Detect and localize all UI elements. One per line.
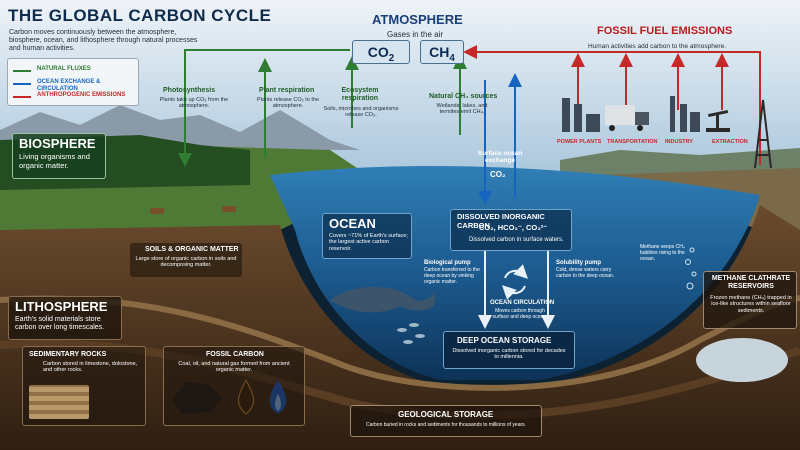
whale-icon [330, 287, 436, 313]
legend-label: NATURAL FLUXES [37, 66, 91, 72]
fossil-title: FOSSIL FUEL EMISSIONS [597, 25, 733, 37]
sedimentary-panel: SEDIMENTARY ROCKS Carbon stored in limes… [22, 346, 146, 426]
circulation-title: OCEAN CIRCULATION [490, 300, 555, 306]
green-arrow-icon [13, 70, 31, 72]
photosynthesis-title: Photosynthesis [163, 87, 216, 94]
photosynthesis-desc: Plants take up CO₂ from the atmosphere. [159, 97, 229, 110]
circulation-desc: Moves carbon through surface and deep oc… [492, 308, 548, 320]
atmosphere-subtitle: Gases in the air [387, 30, 444, 39]
far-hills [560, 148, 800, 175]
refinery-icon [670, 96, 700, 132]
deep-ocean-title: DEEP OCEAN STORAGE [457, 336, 552, 345]
label-industry: INDUSTRY [665, 139, 693, 145]
soils-desc: Large store of organic carbon in soils a… [135, 256, 237, 269]
fossil-desc: Human activities add carbon to the atmos… [588, 43, 727, 50]
legend-item: NATURAL FLUXES [13, 66, 137, 76]
lithosphere-title: LITHOSPHERE [15, 299, 108, 314]
solubility-pump-desc: Cold, dense waters carry carbon to the d… [556, 267, 615, 279]
biosphere-title: BIOSPHERE [19, 136, 96, 151]
surface-exchange-gas: CO₂ [490, 170, 506, 179]
deep-ocean-desc: Dissolved inorganic carbon stored for de… [452, 348, 566, 361]
methane-bubbles [685, 247, 697, 290]
fossil-carbon-title: FOSSIL CARBON [206, 351, 264, 358]
label-power-plants: POWER PLANTS [557, 139, 602, 145]
clathrate-deposit [696, 338, 788, 382]
geological-desc: Carbon buried in rocks and sediments for… [365, 422, 527, 428]
biological-pump-title: Biological pump [424, 260, 471, 266]
blue-arrow-icon [13, 83, 31, 85]
dic-desc: Dissolved carbon in surface waters. [469, 237, 564, 243]
circulation-icon [501, 264, 529, 300]
arrow-photosynthesis [178, 49, 350, 167]
plant-respiration-desc: Plants release CO₂ to the atmosphere. [256, 97, 320, 110]
oil-rig-icon [754, 99, 772, 169]
sedimentary-desc: Carbon stored in limestone, dolostone, a… [43, 361, 138, 374]
fossil-carbon-panel: FOSSIL CARBON Coal, oil, and natural gas… [163, 346, 305, 426]
fossil-carbon-desc: Coal, oil, and natural gas formed from a… [178, 361, 290, 374]
ocean-title: OCEAN [329, 216, 376, 231]
lithosphere-panel: LITHOSPHERE Earth's solid materials stor… [8, 296, 122, 340]
deer-icon [150, 206, 236, 214]
co2-box: CO2 [352, 40, 410, 64]
power-plant-icon [562, 98, 600, 132]
legend-label: ANTHROPOGENIC EMISSIONS [37, 92, 126, 98]
legend-item: OCEAN EXCHANGE & CIRCULATION [13, 79, 137, 92]
solubility-pump-title: Solubility pump [556, 260, 601, 266]
truck-icon [605, 105, 649, 131]
methane-seeps-desc: Methane seeps CH₄ bubbles rising to the … [640, 244, 685, 262]
rock-layers-icon [29, 385, 89, 419]
label-transportation: TRANSPORTATION [607, 139, 658, 145]
ocean-panel: OCEAN Covers ~71% of Earth's surface; th… [322, 213, 412, 259]
soils-title: SOILS & ORGANIC MATTER [145, 246, 239, 253]
natural-ch4-title: Natural CH₄ sources [429, 93, 498, 100]
surface-exchange-title: Surface ocean exchange [477, 150, 523, 165]
clathrate-panel: METHANE CLATHRATE RESERVOIRS Frozen meth… [703, 271, 797, 329]
pumpjack-icon [706, 109, 730, 132]
biosphere-desc: Living organisms and organic matter. [19, 152, 90, 170]
dic-panel: DISSOLVED INORGANIC CARBON CO₂, HCO₃⁻, C… [450, 209, 572, 251]
dic-formula: CO₂, HCO₃⁻, CO₃²⁻ [479, 223, 548, 232]
ch4-box: CH4 [420, 40, 464, 64]
clathrate-desc: Frozen methane (CH₄) trapped in ice-like… [710, 295, 792, 314]
legend: NATURAL FLUXES OCEAN EXCHANGE & CIRCULAT… [7, 58, 139, 106]
biological-pump-desc: Carbon transferred to the deep ocean by … [424, 267, 480, 285]
page-title: THE GLOBAL CARBON CYCLE [8, 6, 272, 25]
natural-ch4-desc: Wetlands, lakes, and termites emit CH₄. [436, 103, 488, 116]
ecosystem-respiration-desc: Soils, microbes and organisms release CO… [323, 106, 399, 119]
geological-panel: GEOLOGICAL STORAGE Carbon buried in rock… [350, 405, 542, 437]
plant-respiration-title: Plant respiration [259, 87, 315, 94]
legend-item: ANTHROPOGENIC EMISSIONS [13, 92, 137, 102]
lithosphere-desc: Earth's solid materials store carbon ove… [15, 316, 105, 332]
legend-label: OCEAN EXCHANGE & CIRCULATION [37, 79, 101, 92]
red-arrow-icon [13, 96, 31, 98]
geological-title: GEOLOGICAL STORAGE [398, 410, 494, 419]
deep-ocean-panel: DEEP OCEAN STORAGE Dissolved inorganic c… [443, 331, 575, 369]
fish-school [397, 323, 425, 344]
label-extraction: EXTRACTION [712, 139, 748, 145]
clathrate-title: METHANE CLATHRATE RESERVOIRS [711, 275, 791, 291]
intro-text: Carbon moves continuously between the at… [9, 29, 198, 53]
ecosystem-respiration-title: Ecosystem respiration [341, 87, 379, 103]
sedimentary-title: SEDIMENTARY ROCKS [29, 351, 107, 358]
dic-title: DISSOLVED INORGANIC CARBON [457, 212, 545, 230]
soils-panel: SOILS & ORGANIC MATTER Large store of or… [130, 243, 242, 277]
ocean-desc: Covers ~71% of Earth's surface; the larg… [329, 233, 408, 252]
biosphere-panel: BIOSPHERE Living organisms and organic m… [12, 133, 106, 179]
atmosphere-title: ATMOSPHERE [372, 12, 463, 27]
